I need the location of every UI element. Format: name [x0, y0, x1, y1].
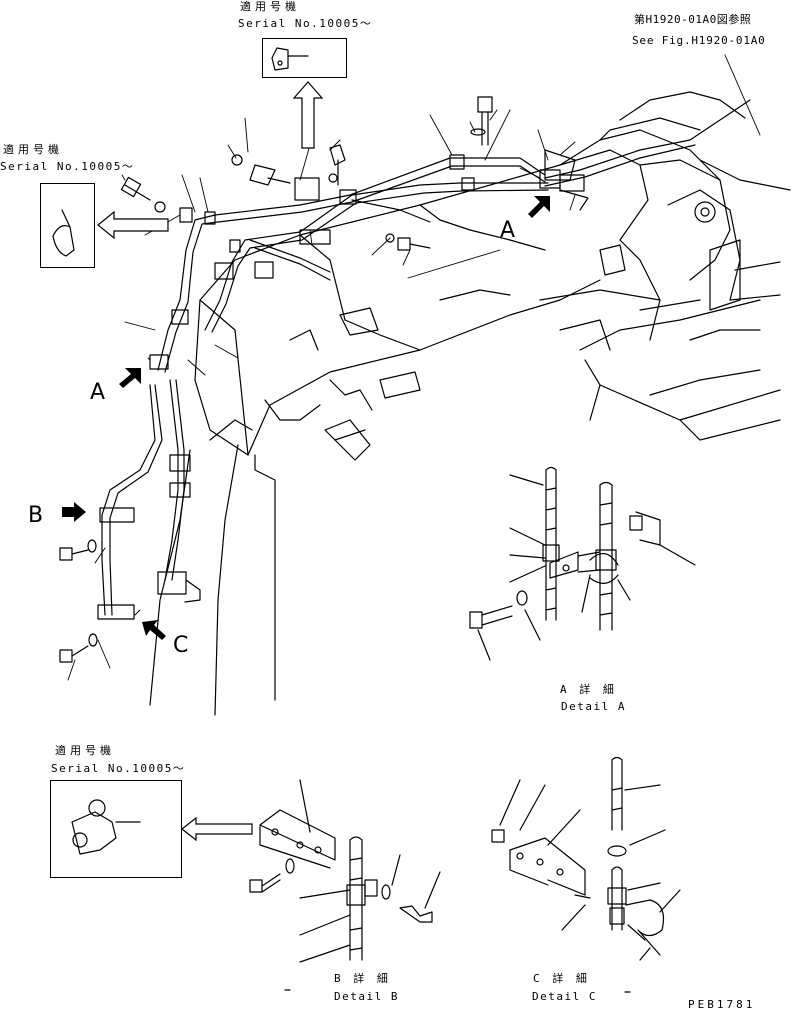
leader-lines [67, 54, 761, 681]
inset-top-hole [277, 60, 283, 66]
drawing-code: PEB1781 [688, 998, 756, 1011]
detail-c-title-jp: C 詳 細 [533, 972, 590, 985]
inset-bottom-bracket [71, 811, 117, 855]
inset-box-top [262, 38, 347, 78]
hollow-arrow-up [292, 81, 324, 149]
detail-a-title-jp: A 詳 細 [560, 683, 617, 696]
serial-note-left-jp: 適用号機 [3, 143, 63, 156]
detail-c-title-en: Detail C [532, 990, 597, 1003]
detail-b-title-en: Detail B [334, 990, 399, 1003]
view-arrow-a-left [119, 368, 141, 388]
figure-ref-jp: 第H1920-01A0図参照 [634, 13, 752, 26]
serial-note-top-en: Serial No.10005～ [238, 17, 373, 30]
callout-b: B [28, 503, 44, 528]
frame-structure [539, 117, 781, 441]
inset-left-clamp [52, 225, 75, 257]
serial-note-left-en: Serial No.10005～ [0, 160, 135, 173]
callout-a-top: A [500, 218, 516, 243]
hollow-arrow-left-top [97, 210, 169, 240]
view-arrow-a-right [528, 196, 550, 218]
view-arrow-b [62, 502, 86, 522]
view-arrow-c [142, 620, 166, 640]
bolts-washers [59, 96, 493, 663]
inset-top-bracket [271, 47, 289, 71]
inset-bottom-hole-1 [88, 799, 106, 817]
serial-note-top-jp: 適用号機 [240, 0, 300, 13]
detail-a-drawing [469, 466, 696, 661]
hydraulic-pipes [101, 91, 791, 616]
hollow-arrow-left-bottom [181, 816, 253, 842]
detail-b-drawing [249, 779, 441, 963]
callout-a-left: A [90, 380, 106, 405]
inset-left-leader [61, 209, 71, 228]
boom-body [149, 149, 649, 716]
callout-c: C [173, 633, 189, 658]
clamps-fittings [97, 149, 589, 620]
minor-marks [284, 989, 631, 993]
detail-b-title-jp: B 詳 細 [334, 972, 391, 985]
serial-note-bottom-jp: 適用号機 [55, 744, 115, 757]
detail-c-drawing [491, 756, 681, 961]
inset-bottom-hole-2 [72, 832, 88, 848]
figure-ref-en: See Fig.H1920-01A0 [632, 34, 766, 47]
detail-a-title-en: Detail A [561, 700, 626, 713]
serial-note-bottom-en: Serial No.10005～ [51, 762, 186, 775]
